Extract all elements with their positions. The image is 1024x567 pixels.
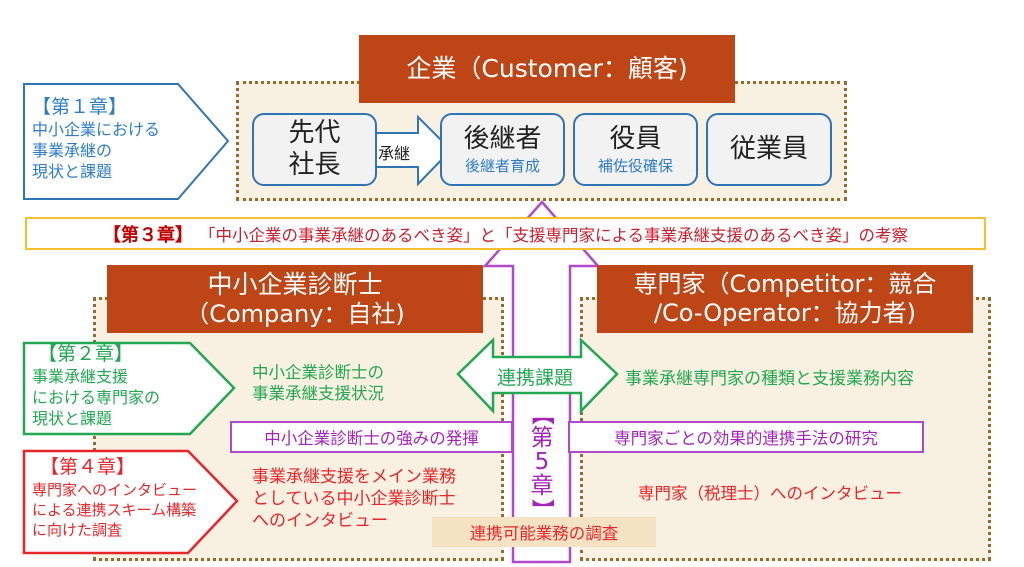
member-sub: 後継者育成: [464, 156, 540, 175]
chapter4-title: 【第４章】: [40, 456, 136, 478]
company-header-line: 中小企業診断士: [207, 269, 383, 299]
chapter5-char: 【: [529, 402, 555, 426]
experts-header: 専門家（Competitor：競合 /Co-Operator：協力者): [597, 265, 973, 333]
strength-box-text: 中小企業診断士の強みの発揮: [264, 429, 479, 448]
method-box-text: 専門家ごとの効果的連携手法の研究: [614, 429, 878, 448]
customer-header-text: 企業（Customer：顧客): [406, 54, 688, 83]
member-box-officer: 役員 補佐役確保: [573, 113, 698, 186]
member-sub: 補佐役確保: [597, 156, 673, 175]
company-status-text: 中小企業診断士の 事業承継支援状況: [252, 362, 384, 404]
chapter4-line: 専門家へのインタビュー: [32, 481, 198, 499]
collaboration-issue-label: 連携課題: [497, 367, 574, 389]
chapter2-title: 【第２章】: [38, 343, 134, 365]
chapter5-char: 】: [529, 498, 555, 522]
chapter2-text: 【第２章】 事業承継支援 における専門家の 現状と課題: [32, 343, 160, 429]
strength-box: 中小企業診断士の強みの発揮: [230, 421, 513, 453]
company-header-line: （Company：自社): [185, 299, 405, 328]
chapter5-label: 【 第 5 章 】: [517, 402, 567, 522]
chapter4-line: による連携スキーム構築: [32, 501, 197, 519]
chapter1-line: 現状と課題: [32, 162, 113, 181]
chapter3-banner: 【第３章】 「中小企業の事業承継のあるべき姿」と「支援専門家による事業承継支援の…: [25, 217, 986, 250]
member-name: 後継者: [463, 124, 542, 155]
chapter1-text: 【第１章】 中小企業における 事業承継の 現状と課題: [32, 95, 160, 182]
member-box-employees: 従業員: [706, 113, 832, 186]
chapter2-line: における専門家の: [32, 388, 161, 407]
member-name: 従業員: [729, 133, 808, 164]
chapter4-line: に向けた調査: [32, 521, 123, 539]
company-status-line: 事業承継支援状況: [252, 384, 384, 403]
succession-arrow-label: 承継: [378, 144, 411, 163]
company-status-line: 中小企業診断士の: [252, 363, 384, 382]
chapter1-line: 中小企業における: [32, 120, 161, 139]
member-name: 役員: [609, 124, 662, 155]
member-box-successor: 後継者 後継者育成: [440, 113, 565, 186]
chapter1-title: 【第１章】: [32, 96, 128, 118]
experts-header-line: /Co-Operator：協力者): [653, 299, 917, 327]
experts-types-text: 事業承継専門家の種類と支援業務内容: [625, 369, 914, 389]
company-interview-line: 事業承継支援をメイン業務: [252, 467, 456, 487]
chapter4-text: 【第４章】 専門家へのインタビュー による連携スキーム構築 に向けた調査: [32, 455, 197, 540]
method-box: 専門家ごとの効果的連携手法の研究: [568, 421, 924, 453]
company-interview-text: 事業承継支援をメイン業務 としている中小企業診断士 へのインタビュー: [252, 466, 456, 532]
company-header: 中小企業診断士 （Company：自社): [107, 265, 483, 333]
chapter2-line: 事業承継支援: [32, 367, 129, 386]
experts-interview-text: 専門家（税理士）へのインタビュー: [638, 484, 902, 503]
customer-header: 企業（Customer：顧客): [359, 35, 735, 103]
company-interview-line: へのインタビュー: [252, 511, 388, 531]
experts-header-line: 専門家（Competitor：競合: [633, 270, 937, 299]
chapter5-char: 5: [534, 449, 550, 475]
chapter3-text: 「中小企業の事業承継のあるべき姿」と「支援専門家による事業承継支援のあるべき姿」…: [198, 225, 908, 245]
member-box-predecessor: 先代 社長: [252, 113, 377, 186]
member-name: 社長: [288, 149, 341, 180]
company-interview-line: としている中小企業診断士: [252, 489, 456, 509]
chapter2-line: 現状と課題: [32, 409, 113, 428]
chapter3-title: 【第３章】: [102, 224, 193, 246]
member-name: 先代: [288, 117, 341, 148]
chapter1-line: 事業承継の: [32, 141, 113, 160]
